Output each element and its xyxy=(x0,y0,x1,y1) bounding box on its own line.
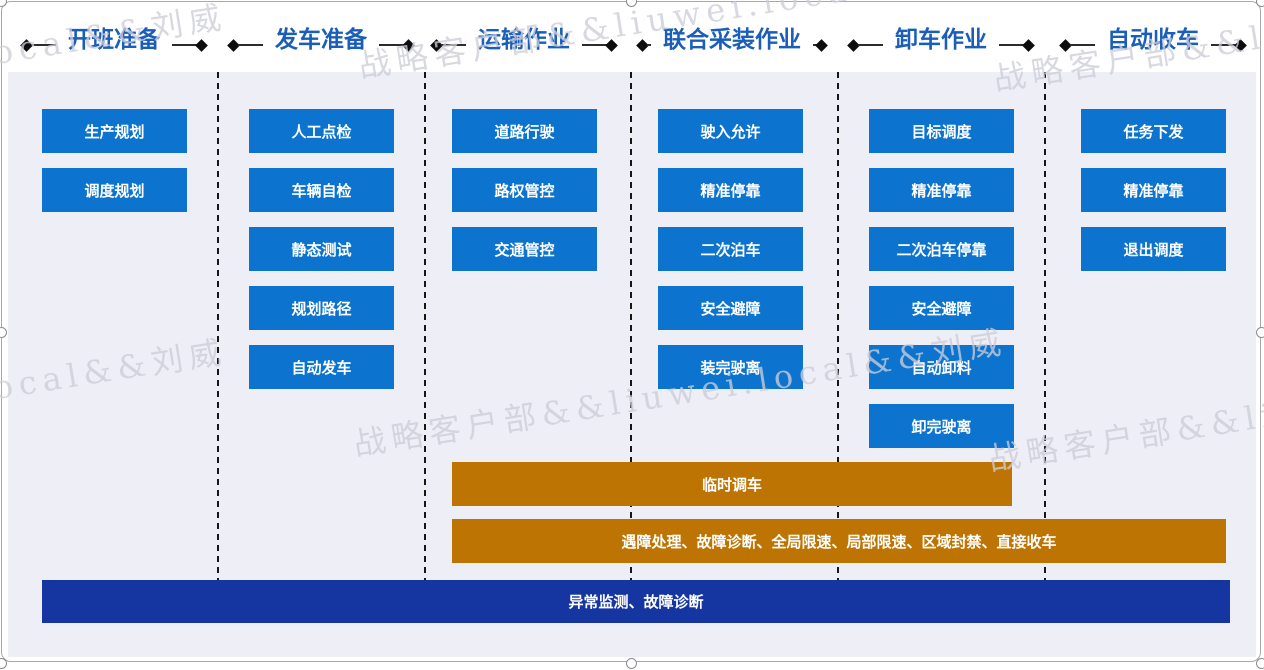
phase-header-label: 发车准备 xyxy=(275,26,367,52)
step-box: 任务下发 xyxy=(1081,109,1226,153)
step-box: 安全避障 xyxy=(869,286,1014,330)
step-box: 精准停靠 xyxy=(869,168,1014,212)
overlay-bar-label: 遇障处理、故障诊断、全局限速、局部限速、区域封禁、直接收车 xyxy=(621,533,1057,551)
selection-handle[interactable] xyxy=(1256,658,1264,669)
selection-handle[interactable] xyxy=(0,0,7,7)
header-line xyxy=(172,44,197,46)
step-box: 车辆自检 xyxy=(249,168,394,212)
header-line xyxy=(238,44,263,46)
phase-header: 运输作业 xyxy=(430,18,618,56)
column-divider xyxy=(424,72,426,580)
diamond-icon xyxy=(195,38,208,52)
column-divider xyxy=(630,72,632,580)
diamond-icon xyxy=(605,38,618,52)
selection-handle[interactable] xyxy=(0,658,7,669)
phase-header-label: 运输作业 xyxy=(478,26,570,52)
overlay-bar-label: 异常监测、故障诊断 xyxy=(568,594,704,611)
overlay-bar-exception-handling: 遇障处理、故障诊断、全局限速、局部限速、区域封禁、直接收车 xyxy=(452,519,1226,563)
phase-header: 发车准备 xyxy=(227,18,415,56)
step-box: 自动发车 xyxy=(249,345,394,389)
column-divider xyxy=(837,72,839,580)
phase-header-label: 联合采装作业 xyxy=(663,26,801,52)
column-divider xyxy=(217,72,219,580)
step-box: 驶入允许 xyxy=(658,109,803,153)
step-box: 人工点检 xyxy=(249,109,394,153)
phase-header: 卸车作业 xyxy=(847,18,1035,56)
header-line xyxy=(582,44,607,46)
step-box: 调度规划 xyxy=(42,168,187,212)
step-box: 交通管控 xyxy=(452,227,597,271)
step-box: 目标调度 xyxy=(869,109,1014,153)
step-box: 精准停靠 xyxy=(1081,168,1226,212)
selection-handle[interactable] xyxy=(0,327,7,338)
selection-handle[interactable] xyxy=(626,0,637,7)
diamond-icon xyxy=(1234,38,1247,52)
step-box: 二次泊车 xyxy=(658,227,803,271)
step-box: 装完驶离 xyxy=(658,345,803,389)
overlay-bar-monitoring: 异常监测、故障诊断 xyxy=(42,580,1230,623)
step-box: 二次泊车停靠 xyxy=(869,227,1014,271)
step-box: 规划路径 xyxy=(249,286,394,330)
column-divider xyxy=(1044,72,1046,580)
diamond-icon xyxy=(402,38,415,52)
overlay-bar-temporary-dispatch: 临时调车 xyxy=(452,462,1012,506)
diamond-icon xyxy=(1022,38,1035,52)
selection-handle[interactable] xyxy=(1256,0,1264,7)
header-line xyxy=(1070,44,1095,46)
phase-header-label: 自动收车 xyxy=(1107,26,1199,52)
step-box: 退出调度 xyxy=(1081,227,1226,271)
selection-handle[interactable] xyxy=(1256,327,1264,338)
header-line xyxy=(441,44,466,46)
header-line xyxy=(31,44,56,46)
phase-header-label: 卸车作业 xyxy=(895,26,987,52)
step-box: 道路行驶 xyxy=(452,109,597,153)
step-box: 安全避障 xyxy=(658,286,803,330)
header-line xyxy=(647,44,651,46)
step-box: 自动卸料 xyxy=(869,345,1014,389)
step-box: 生产规划 xyxy=(42,109,187,153)
step-box: 静态测试 xyxy=(249,227,394,271)
phase-header: 开班准备 xyxy=(20,18,208,56)
header-line xyxy=(999,44,1024,46)
selection-handle[interactable] xyxy=(626,658,637,669)
step-box: 精准停靠 xyxy=(658,168,803,212)
phase-header: 联合采装作业 xyxy=(636,18,828,56)
header-line xyxy=(1211,44,1236,46)
header-line xyxy=(813,44,817,46)
step-box: 路权管控 xyxy=(452,168,597,212)
overlay-bar-label: 临时调车 xyxy=(701,476,762,494)
step-box: 卸完驶离 xyxy=(869,404,1014,448)
header-line xyxy=(379,44,404,46)
diagram-panel xyxy=(8,72,1256,657)
phase-header: 自动收车 xyxy=(1059,18,1247,56)
phase-header-label: 开班准备 xyxy=(68,26,160,52)
header-line xyxy=(858,44,883,46)
